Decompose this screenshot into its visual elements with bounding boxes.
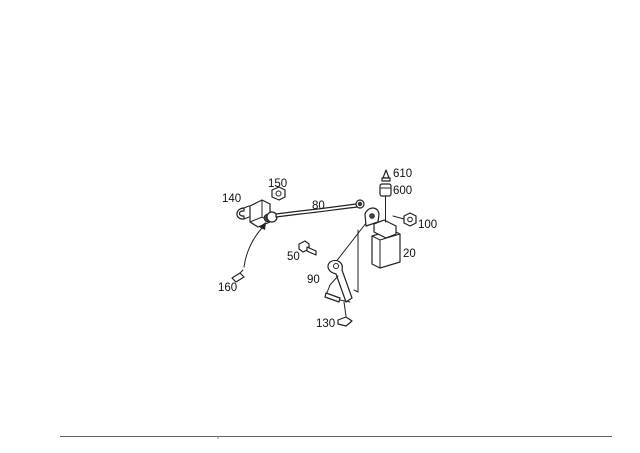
part-130-retainer [337, 316, 353, 327]
callout-80: 80 [312, 200, 325, 212]
callout-160: 160 [218, 282, 237, 294]
callout-140: 140 [222, 193, 241, 205]
callout-130: 130 [316, 318, 335, 330]
callout-600: 600 [393, 185, 412, 197]
part-150-nut [271, 186, 286, 201]
part-20-sensor [364, 204, 401, 269]
part-50-bolt [298, 240, 317, 256]
callout-610: 610 [393, 168, 412, 180]
part-80-rod [275, 199, 365, 218]
pointer-arrow [243, 222, 266, 268]
part-600-sleeve [379, 183, 392, 206]
part-140-u-bolt [236, 205, 250, 220]
callout-90: 90 [307, 274, 320, 286]
callout-150: 150 [268, 178, 287, 190]
rod-bracket [249, 199, 278, 228]
part-160-clip [231, 269, 245, 283]
callout-50: 50 [287, 251, 300, 263]
callout-100: 100 [418, 219, 437, 231]
part-610-cap [381, 169, 391, 182]
part-90-lever [324, 217, 371, 317]
callout-20: 20 [403, 248, 416, 260]
part-100-nut [392, 212, 417, 227]
